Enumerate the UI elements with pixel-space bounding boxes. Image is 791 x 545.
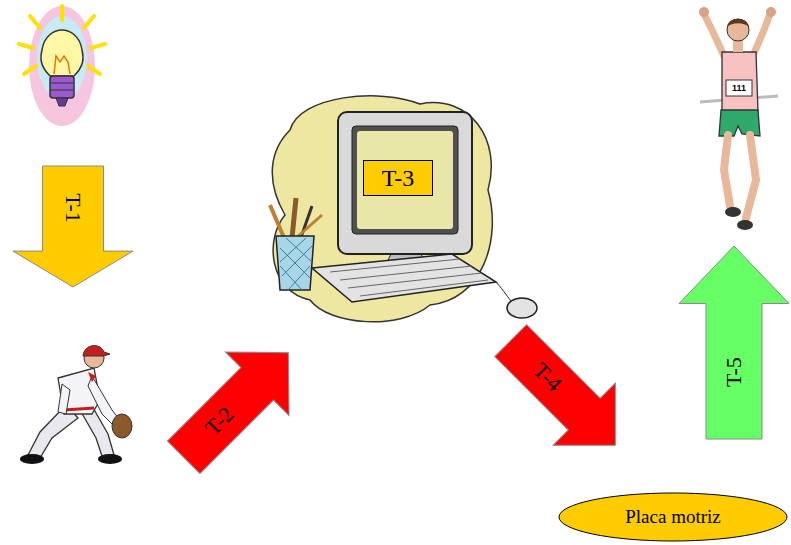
bulb-filament <box>54 56 70 74</box>
runner-fist <box>766 7 776 17</box>
computer-clipart <box>270 96 537 322</box>
block-arrow: T-4 <box>500 325 625 460</box>
node-text: Placa motriz <box>625 507 721 528</box>
bulb-base <box>50 76 74 98</box>
lightbulb-clipart <box>29 6 95 126</box>
bib-number: 111 <box>732 83 746 93</box>
block-arrow: T-5 <box>678 245 790 440</box>
arrow-shape <box>152 321 320 489</box>
keyboard-keys <box>330 259 460 272</box>
runner-shirt <box>722 52 758 112</box>
keyboard-keys <box>360 280 488 296</box>
light-ray <box>84 16 94 28</box>
monitor-body <box>338 112 472 254</box>
light-ray <box>88 66 100 74</box>
mouse <box>507 298 537 318</box>
runner-head <box>727 19 749 41</box>
block-arrow: T-1 <box>12 165 134 288</box>
arrow-body: T-1 <box>12 165 134 288</box>
bulb-tip <box>56 98 68 106</box>
player-shoe <box>20 454 44 464</box>
player-belt <box>64 408 94 410</box>
light-ray <box>91 44 105 48</box>
keyboard <box>312 254 496 302</box>
light-ray <box>60 6 64 20</box>
arrow-shape <box>679 246 789 439</box>
arrow-shape <box>13 166 133 287</box>
runner-leg <box>724 135 730 206</box>
ellipse-node: Placa motriz <box>558 492 788 542</box>
runner-leg <box>746 135 756 218</box>
text-holder: T-1 <box>61 193 85 223</box>
runner-neck <box>733 40 743 52</box>
runner-shoe <box>725 207 741 217</box>
mouse-cord <box>496 282 512 302</box>
arrow-outline <box>678 245 790 440</box>
light-ray <box>30 16 40 28</box>
arrow-body: T-4 <box>478 308 648 478</box>
keyboard-keys <box>340 266 472 280</box>
player-cap <box>83 346 110 356</box>
lightbulb-clipart <box>19 6 105 126</box>
keyboard-keys <box>330 259 488 296</box>
text-holder: T-5 <box>722 357 746 387</box>
arrow-body: T-2 <box>150 319 321 490</box>
monitor-screen <box>357 131 453 229</box>
player-sleeve <box>88 372 96 382</box>
ellipse-shape <box>559 493 787 541</box>
pencil-cup <box>296 215 322 238</box>
pencil-cup <box>270 205 285 240</box>
runner-clipart <box>699 7 778 230</box>
runner-shoe <box>737 220 753 230</box>
player-arm <box>58 384 70 414</box>
text-holder: T-3 <box>364 161 432 195</box>
arrow-outline <box>12 165 134 288</box>
bulb-glass <box>41 30 83 76</box>
player-shoe <box>98 454 122 464</box>
bulb-thread <box>50 83 74 84</box>
light-ray <box>19 44 33 48</box>
pencil-cup <box>292 198 296 238</box>
node-text: T-3 <box>382 165 414 191</box>
runner-hair <box>727 19 749 27</box>
arrow-shape <box>479 309 646 476</box>
pencil-cup <box>280 238 312 290</box>
runner-fist <box>699 7 709 17</box>
runner-bib <box>726 80 752 96</box>
node-text: T-5 <box>722 357 746 387</box>
text-holder: Placa motriz <box>558 492 788 542</box>
pencil-cup <box>270 198 322 290</box>
screen-box: T-3 <box>363 160 433 196</box>
arrow-body: T-5 <box>678 245 790 440</box>
block-arrow: T-2 <box>166 335 306 475</box>
lightbulb-clipart <box>37 16 87 100</box>
player-glove <box>112 414 132 438</box>
pencil-cup <box>300 206 312 240</box>
pencil-cup <box>276 236 314 290</box>
monitor-bezel <box>352 126 458 234</box>
arrow-outline <box>150 319 321 490</box>
bulb-thread <box>50 90 74 91</box>
arrow-outline <box>478 308 648 478</box>
runner-shorts <box>719 110 760 136</box>
keyboard-keys <box>348 273 482 288</box>
node-text: T-1 <box>61 193 85 223</box>
light-ray <box>24 66 36 74</box>
baseball-player-clipart <box>20 346 132 464</box>
